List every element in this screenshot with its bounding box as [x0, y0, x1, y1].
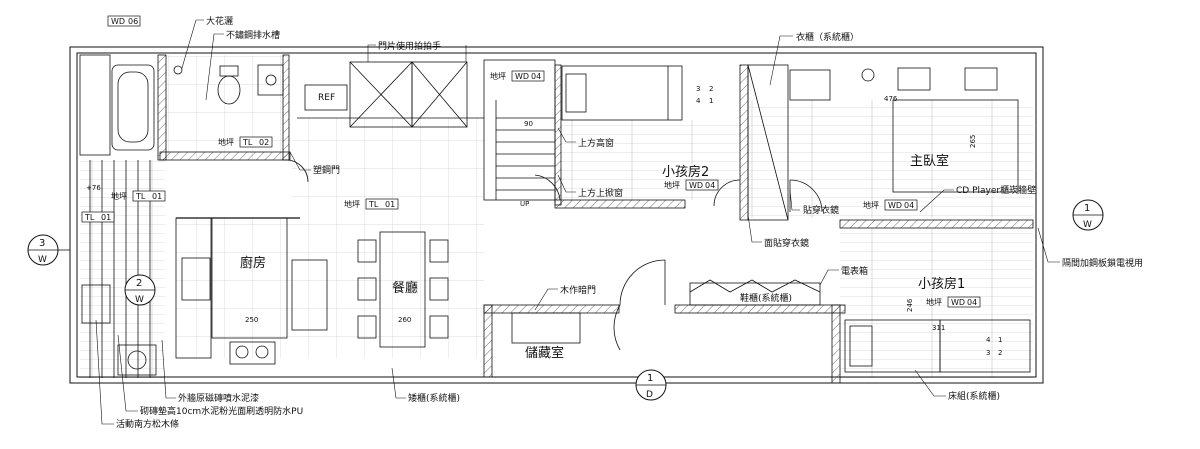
note-high-window: 上方高窗 [578, 137, 614, 149]
annotations: 大花灑 不鏽鋼排水槽 門片使用拍拍手 衣櫃（系統櫃） 塑鋼門 上方高窗 上方上掀… [116, 15, 1143, 430]
section-marker: 1 D [635, 369, 667, 401]
grid-number: 4 [986, 336, 991, 344]
svg-text:地坪: 地坪 [863, 200, 879, 210]
svg-text:01: 01 [101, 213, 111, 222]
note-bed-set: 床組(系統櫃) [948, 390, 1000, 402]
svg-text:WD: WD [888, 201, 902, 210]
dim-265: 265 [969, 135, 977, 148]
floor-tag: 地坪 WD 04 [664, 179, 719, 191]
svg-text:地坪: 地坪 [926, 297, 942, 307]
svg-text:1: 1 [647, 373, 653, 384]
section-marker: 3 W [27, 234, 70, 266]
svg-text:01: 01 [385, 200, 395, 209]
svg-text:04: 04 [705, 181, 715, 190]
note-hidden-door: 木作暗門 [560, 284, 596, 296]
floor-tag: WD 06 [107, 15, 141, 27]
floor-tag: 地坪 TL 01 [111, 190, 166, 202]
note-wardrobe-system: 衣櫃（系統櫃） [796, 31, 859, 43]
leader-lines [95, 19, 1060, 425]
dim-246: 246 [906, 298, 914, 312]
svg-text:地坪: 地坪 [218, 137, 234, 147]
dimensions: UP 90 476 265 250 260 246 311 +76 3 2 4 … [86, 85, 1002, 357]
note-top-window: 上方上掀窗 [578, 187, 623, 199]
svg-text:地坪: 地坪 [664, 180, 680, 190]
note-partition-tv: 隔間加鋼板鎖電視用 [1062, 257, 1143, 269]
grid-number: 2 [998, 349, 1002, 357]
note-cd-player: CD Player櫃崁牆壁 [956, 184, 1036, 196]
floor-tag: 地坪 WD 04 [490, 70, 545, 82]
room-kitchen-label: 廚房 [240, 255, 266, 271]
note-low-cabinet: 矮櫃(系統櫃) [408, 392, 460, 404]
fridge-label: REF [318, 93, 335, 103]
grid-number: 3 [986, 349, 990, 357]
floor-tag: 地坪 WD 04 [926, 296, 981, 308]
note-steel-drain: 不鏽鋼排水槽 [226, 29, 280, 41]
svg-text:地坪: 地坪 [344, 199, 360, 209]
svg-text:06: 06 [128, 17, 138, 26]
floor-tag: 地坪 TL 01 [344, 198, 399, 210]
room-kids2-label: 小孩房2 [662, 164, 709, 180]
svg-text:04: 04 [904, 201, 914, 210]
note-exterior-wall: 外牆原磁磚噴水泥漆 [178, 392, 259, 404]
svg-text:01: 01 [152, 192, 162, 201]
note-veneer-wardrobe: 貼穿衣鏡 [803, 204, 839, 216]
grid-number: 3 [696, 85, 700, 93]
svg-text:2: 2 [136, 278, 142, 289]
note-plastic-door: 塑鋼門 [313, 164, 340, 176]
svg-text:TL: TL [242, 138, 253, 147]
dim-476: 476 [884, 95, 898, 103]
svg-text:WD: WD [689, 181, 703, 190]
svg-text:地坪: 地坪 [111, 191, 127, 201]
svg-text:TL: TL [135, 192, 146, 201]
grid-number: 1 [709, 97, 713, 105]
svg-text:WD: WD [111, 17, 125, 26]
grid-number: 4 [696, 97, 701, 105]
svg-text:04: 04 [531, 72, 541, 81]
svg-text:D: D [646, 390, 653, 400]
room-storage-label: 儲藏室 [525, 345, 564, 361]
section-marker: 2 W [124, 274, 156, 306]
dim-90: 90 [524, 120, 533, 128]
floor-finishes [80, 55, 1033, 378]
grid-number: 1 [998, 336, 1002, 344]
svg-text:W: W [135, 295, 144, 305]
note-brick-curb: 砌磚墊高10cm水泥粉光面刷透明防水PU [140, 405, 303, 417]
room-kids1-label: 小孩房1 [918, 276, 965, 292]
room-labels: 廚房 餐廳 儲藏室 小孩房2 主臥室 小孩房1 REF [240, 93, 965, 361]
floor-tag: 地坪 TL 02 [218, 136, 273, 148]
stair-up-label: UP [520, 200, 529, 208]
exterior-walls [69, 46, 1044, 384]
svg-text:W: W [1083, 220, 1092, 230]
section-markers: 3 W 2 W 1 W 1 D [27, 199, 1104, 401]
svg-text:W: W [38, 255, 47, 265]
grid-number: 2 [709, 85, 713, 93]
interior-lines [79, 54, 1031, 378]
svg-text:1: 1 [1084, 203, 1090, 214]
floor-tags: WD 06 地坪 TL 02 地坪 WD 04 地坪 TL 01 地坪 TL 0… [81, 15, 981, 308]
room-master-label: 主臥室 [910, 153, 949, 169]
room-dining-label: 餐廳 [392, 280, 418, 296]
svg-text:02: 02 [259, 138, 269, 147]
floor-tag: TL 01 [81, 211, 115, 223]
svg-text:3: 3 [39, 238, 45, 249]
dim-260: 260 [398, 316, 411, 324]
dim-plus76: +76 [86, 184, 101, 192]
section-marker: 1 W [1072, 199, 1104, 231]
note-big-shower: 大花灑 [206, 15, 233, 27]
svg-text:地坪: 地坪 [490, 71, 506, 81]
note-door-hardware: 門片使用拍拍手 [378, 40, 441, 52]
svg-text:04: 04 [967, 298, 977, 307]
svg-text:WD: WD [951, 298, 965, 307]
svg-text:WD: WD [515, 72, 529, 81]
note-shoe-cabinet: 鞋櫃(系統櫃) [740, 292, 792, 304]
svg-text:TL: TL [84, 213, 95, 222]
note-electric-box: 電表箱 [841, 265, 868, 277]
floor-tag: 地坪 WD 04 [863, 199, 918, 211]
dim-250: 250 [245, 316, 258, 324]
note-face-mirror: 面貼穿衣鏡 [764, 237, 809, 249]
svg-text:TL: TL [368, 200, 379, 209]
dim-311: 311 [932, 324, 945, 332]
note-pine-decking: 活動南方松木條 [116, 418, 179, 430]
